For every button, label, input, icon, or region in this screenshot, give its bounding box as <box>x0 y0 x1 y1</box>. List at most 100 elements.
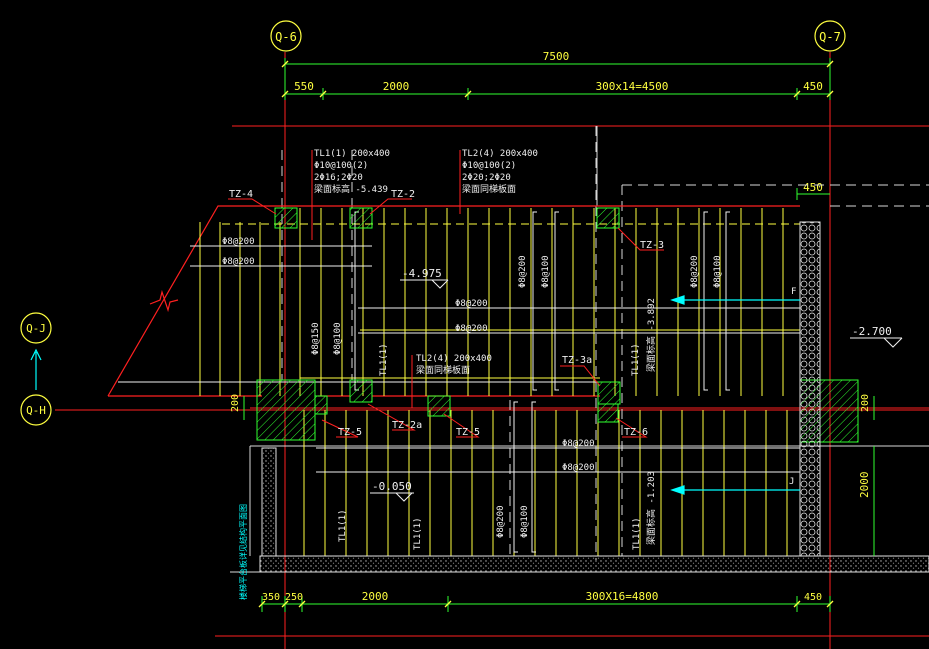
insulation-strip <box>799 221 821 557</box>
dim-bottom-250: 250 <box>285 592 303 603</box>
rebar-vlabel-200c: Φ8@200 <box>690 255 700 288</box>
side-note: 楼梯平台板详见结构平面图 <box>238 504 248 600</box>
grid-lines <box>55 52 929 649</box>
elevation-marker-right <box>850 337 903 348</box>
ground-slab <box>259 555 929 573</box>
label-tz4: TZ-4 <box>229 189 253 200</box>
tl1-elev: 梁面标高 -5.439 <box>314 183 388 195</box>
tl2b-elev: 梁面同梯板面 <box>416 364 470 376</box>
column-tz3a[interactable] <box>597 381 621 405</box>
beam-label-tl1-e: TL1(1) <box>632 517 642 550</box>
bottom-dimension-ticks <box>258 600 834 608</box>
axis-bubble-qj[interactable]: Q-J <box>20 312 52 344</box>
dim-right-450: 450 <box>803 181 823 194</box>
rebar-vlabel-200a: Φ8@200 <box>518 255 528 288</box>
up-arrow-icon <box>30 348 42 390</box>
rebar-label-b: Φ8@200 <box>222 257 255 267</box>
rebar-label-c: Φ8@200 <box>455 299 488 309</box>
dim-right-200: 200 <box>860 394 871 412</box>
dim-bottom-2000: 2000 <box>362 590 389 603</box>
label-tl2-block[interactable]: TL2(4) 200x400 Φ10@100(2) 2Φ20;2Φ20 梁面同梯… <box>459 149 538 214</box>
beam-label-tl1-c: TL1(1) <box>338 509 348 542</box>
elevation-lower: -0.050 <box>372 480 412 493</box>
dim-bottom-4800: 300X16=4800 <box>586 590 659 603</box>
label-tz6: TZ-6 <box>624 427 648 438</box>
column-tz5-left[interactable] <box>256 379 316 441</box>
beam-label-tl1-a: TL1(1) <box>379 343 389 376</box>
side-dimension-lines <box>243 396 875 556</box>
dim-right-2000: 2000 <box>858 472 871 499</box>
axis-label-qj: Q-J <box>26 322 46 335</box>
rebar-vlabel-100a: Φ8@100 <box>541 255 551 288</box>
elevation-marker-lower <box>370 492 414 502</box>
rebar-label-e: Φ8@200 <box>562 439 595 449</box>
label-tl1-block[interactable]: TL1(1) 200x400 Φ10@100(2) 2Φ16;2Φ20 梁面标高… <box>311 149 390 240</box>
tl2b-title: TL2(4) 200x400 <box>416 354 492 364</box>
dim-bottom-450: 450 <box>804 592 822 603</box>
column-tz5-mid[interactable] <box>427 395 451 417</box>
label-tz5-left: TZ-5 <box>338 427 362 438</box>
label-tz3: TZ-3 <box>640 240 664 251</box>
label-tz5-mid: TZ-5 <box>456 427 480 438</box>
beam-label-tl1-b: TL1(1) <box>631 343 641 376</box>
rebar-label-a: Φ8@200 <box>222 237 255 247</box>
label-tz2a: TZ-2a <box>392 420 422 431</box>
label-tz2: TZ-2 <box>391 189 415 200</box>
axis-bubble-q6[interactable]: Q-6 <box>270 20 302 52</box>
dim-top-550: 550 <box>294 80 314 93</box>
slab-elev-a: 梁面标高 -3.892 <box>645 298 657 372</box>
rebar-vlabel-100: Φ8@100 <box>333 322 343 355</box>
rebar-vlabel-200b: Φ8@200 <box>496 505 506 538</box>
rebar-bracket <box>532 211 537 391</box>
column-tz5-small[interactable] <box>314 395 328 415</box>
rebar-lines <box>118 245 800 473</box>
slab-elev-b: 梁面标高 -1.203 <box>645 471 657 545</box>
axis-label-q7: Q-7 <box>819 30 841 44</box>
label-tz3a: TZ-3a <box>562 355 592 366</box>
tl1-title: TL1(1) 200x400 <box>314 149 390 159</box>
axis-label-qh: Q-H <box>26 404 46 417</box>
arrow-label-j: J <box>789 477 794 487</box>
tl1-bars: 2Φ16;2Φ20 <box>314 173 363 183</box>
tl2-elev: 梁面同梯板面 <box>462 183 516 195</box>
elevation-marker-upper <box>400 279 449 289</box>
dim-total: 7500 <box>543 50 570 63</box>
column-tz3[interactable] <box>596 207 620 229</box>
tl2-stirrup: Φ10@100(2) <box>462 161 516 171</box>
dim-top-450: 450 <box>803 80 823 93</box>
rebar-vlabel-100c: Φ8@100 <box>713 255 723 288</box>
section-arrow-f <box>670 295 800 305</box>
rebar-bracket <box>703 211 708 391</box>
rebar-bracket <box>513 401 518 553</box>
rebar-bracket <box>725 211 730 391</box>
tl1-stirrup: Φ10@100(2) <box>314 161 368 171</box>
top-dimension-ticks <box>281 60 834 98</box>
axis-bubble-qh[interactable]: Q-H <box>20 394 52 426</box>
rebar-bracket <box>554 211 559 391</box>
left-wall-section <box>261 447 277 557</box>
rebar-brackets <box>354 211 730 553</box>
axis-label-q6: Q-6 <box>275 30 297 44</box>
rebar-label-d: Φ8@200 <box>455 324 488 334</box>
tl2-title: TL2(4) 200x400 <box>462 149 538 159</box>
dim-bottom-350: 350 <box>262 592 280 603</box>
rebar-vlabel-100b: Φ8@100 <box>520 505 530 538</box>
arrow-label-f: F <box>791 287 796 297</box>
upper-stair-treads <box>199 208 784 396</box>
beam-label-tl1-d: TL1(1) <box>413 517 423 550</box>
rebar-label-f: Φ8@200 <box>562 463 595 473</box>
dim-left-200: 200 <box>230 394 241 412</box>
rebar-vlabel-150: Φ8@150 <box>311 322 321 355</box>
column-tz2[interactable] <box>349 207 373 229</box>
elevation-upper: -4.975 <box>402 267 442 280</box>
section-arrow-j <box>670 485 800 495</box>
dim-top-2000: 2000 <box>383 80 410 93</box>
axis-bubble-q7[interactable]: Q-7 <box>814 20 846 52</box>
label-tl2b-block[interactable]: TL2(4) 200x400 梁面同梯板面 <box>411 354 492 408</box>
column-tz2a[interactable] <box>349 379 373 403</box>
upper-slab-outline <box>107 205 800 397</box>
column-tz6[interactable] <box>597 403 619 423</box>
column-tz4[interactable] <box>274 207 298 229</box>
